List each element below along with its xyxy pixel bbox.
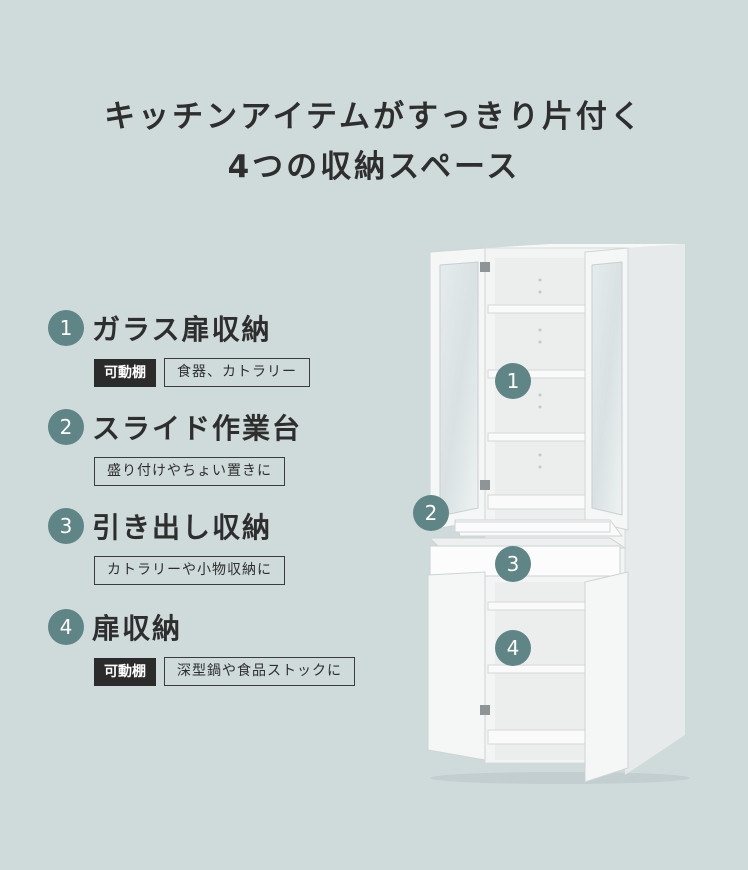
feature-4-tag-dark: 可動棚 <box>94 657 156 686</box>
feature-3-tags: カトラリーや小物収納に <box>94 556 285 585</box>
feature-3-title-row: 3 引き出し収納 <box>48 506 285 546</box>
feature-4-title: 扉収納 <box>92 612 183 645</box>
cabinet-marker-2: 2 <box>413 495 449 531</box>
feature-2-title: スライド作業台 <box>92 412 303 445</box>
cabinet-marker-4: 4 <box>495 630 531 666</box>
feature-3-tag: カトラリーや小物収納に <box>94 556 285 585</box>
cabinet-marker-1: 1 <box>495 363 531 399</box>
headline: キッチンアイテムがすっきり片付く 4つの収納スペース <box>0 92 748 192</box>
headline-line-1: キッチンアイテムがすっきり片付く <box>104 99 644 135</box>
feature-1-number-badge: 1 <box>48 310 84 346</box>
feature-1-tags: 可動棚 食器、カトラリー <box>94 358 310 387</box>
feature-2-title-row: 2 スライド作業台 <box>48 407 302 447</box>
feature-4: 4 扉収納 可動棚 深型鍋や食品ストックに <box>48 607 355 686</box>
feature-3-number-badge: 3 <box>48 508 84 544</box>
cabinet-drawing <box>427 244 690 784</box>
feature-1-title: ガラス扉収納 <box>92 313 272 346</box>
feature-2-tag: 盛り付けやちょい置きに <box>94 457 285 486</box>
feature-1-tag-dark: 可動棚 <box>94 358 156 387</box>
feature-1: 1 ガラス扉収納 可動棚 食器、カトラリー <box>48 308 310 387</box>
feature-4-number-badge: 4 <box>48 609 84 645</box>
cabinet-marker-3: 3 <box>495 546 531 582</box>
feature-4-title-row: 4 扉収納 <box>48 607 355 647</box>
feature-4-tags: 可動棚 深型鍋や食品ストックに <box>94 657 355 686</box>
headline-line-2: 4つの収納スペース <box>227 149 521 185</box>
feature-1-title-row: 1 ガラス扉収納 <box>48 308 310 348</box>
feature-2: 2 スライド作業台 盛り付けやちょい置きに <box>48 407 302 486</box>
feature-2-number-badge: 2 <box>48 409 84 445</box>
cabinet-illustration: 1 2 3 4 <box>400 230 700 794</box>
feature-2-tags: 盛り付けやちょい置きに <box>94 457 302 486</box>
feature-4-tag: 深型鍋や食品ストックに <box>164 657 355 686</box>
feature-3: 3 引き出し収納 カトラリーや小物収納に <box>48 506 285 585</box>
feature-1-tag: 食器、カトラリー <box>164 358 310 387</box>
feature-3-title: 引き出し収納 <box>92 511 273 544</box>
